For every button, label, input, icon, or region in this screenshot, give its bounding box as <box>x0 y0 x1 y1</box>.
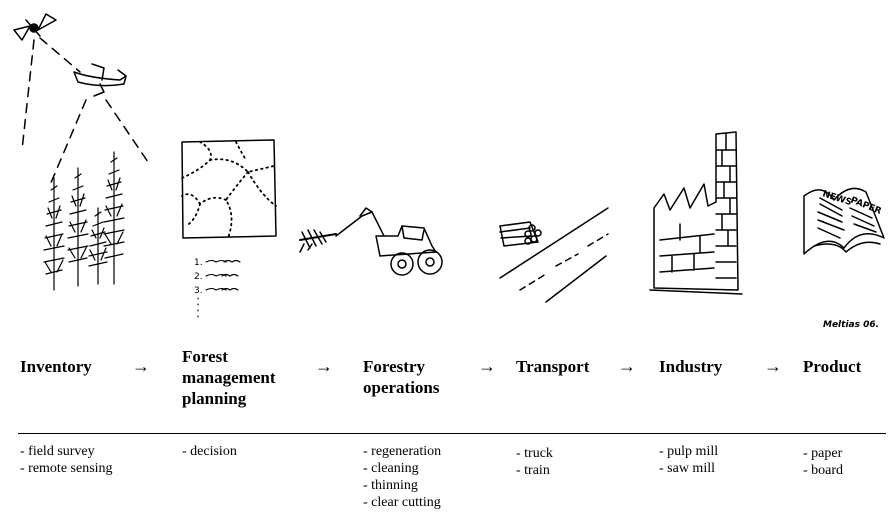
stage-title-line: management <box>182 368 276 387</box>
list-item: - decision <box>182 444 237 459</box>
stage-title-industry: Industry <box>659 357 723 376</box>
checklist-number-1: 1. <box>194 258 203 268</box>
flow-arrow-icon: → <box>618 356 636 376</box>
trees-icon <box>43 151 125 291</box>
planning-methods-list: - decision <box>182 443 237 460</box>
flow-arrow-icon: → <box>132 356 150 376</box>
forest-map-icon <box>181 139 277 239</box>
remote-sensing-beams <box>21 37 151 186</box>
stage-title-forest-management-planning: Forest management planning <box>182 346 275 409</box>
flow-arrow-icon: → <box>315 356 333 376</box>
transport-list: - truck - train <box>516 445 553 479</box>
forestry-tractor-icon <box>299 207 443 276</box>
checklist-number-3: 3. <box>194 286 203 296</box>
flow-arrow-icon: → <box>478 356 496 376</box>
list-item: - cleaning <box>363 461 419 476</box>
satellite-icon <box>13 13 57 41</box>
road-icon <box>499 207 609 303</box>
stage-title-line: operations <box>363 378 440 397</box>
stage-title-line: Forestry <box>363 357 425 376</box>
operations-list: - regeneration - cleaning - thinning - c… <box>363 443 441 511</box>
list-item: - field survey <box>20 444 95 459</box>
checklist-icon <box>197 259 241 321</box>
list-item: - truck <box>516 446 553 461</box>
stage-title-forestry-operations: Forestry operations <box>363 356 440 398</box>
stage-title-line: Forest <box>182 347 228 366</box>
list-item: - clear cutting <box>363 495 441 510</box>
list-item: - regeneration <box>363 444 442 459</box>
checklist-number-2: 2. <box>194 272 203 282</box>
list-item: - board <box>803 463 844 478</box>
divider-line <box>18 433 886 434</box>
newspaper-icon <box>803 187 885 255</box>
illustrations: 1. 2. 3. <box>13 13 885 321</box>
log-pile-icon <box>499 221 542 247</box>
list-item: - remote sensing <box>20 461 113 476</box>
stage-title-line: planning <box>182 389 247 408</box>
industry-list: - pulp mill - saw mill <box>659 443 718 477</box>
newspaper-word-news: NEWS <box>821 189 853 208</box>
stage-title-product: Product <box>803 357 862 376</box>
inventory-methods-list: - field survey - remote sensing <box>20 443 113 477</box>
flow-arrow-icon: → <box>764 356 782 376</box>
list-item: - thinning <box>363 478 418 493</box>
product-list: - paper - board <box>803 445 843 479</box>
factory-icon <box>649 131 743 295</box>
list-item: - saw mill <box>659 461 715 476</box>
newspaper-word-paper: PAPER <box>849 196 883 217</box>
list-item: - train <box>516 463 550 478</box>
list-item: - paper <box>803 446 843 461</box>
stage-title-inventory: Inventory <box>20 357 92 376</box>
stage-title-transport: Transport <box>516 357 590 376</box>
list-item: - pulp mill <box>659 444 719 459</box>
airplane-icon <box>73 63 127 97</box>
illustrator-signature: Meltias 06. <box>823 320 880 330</box>
